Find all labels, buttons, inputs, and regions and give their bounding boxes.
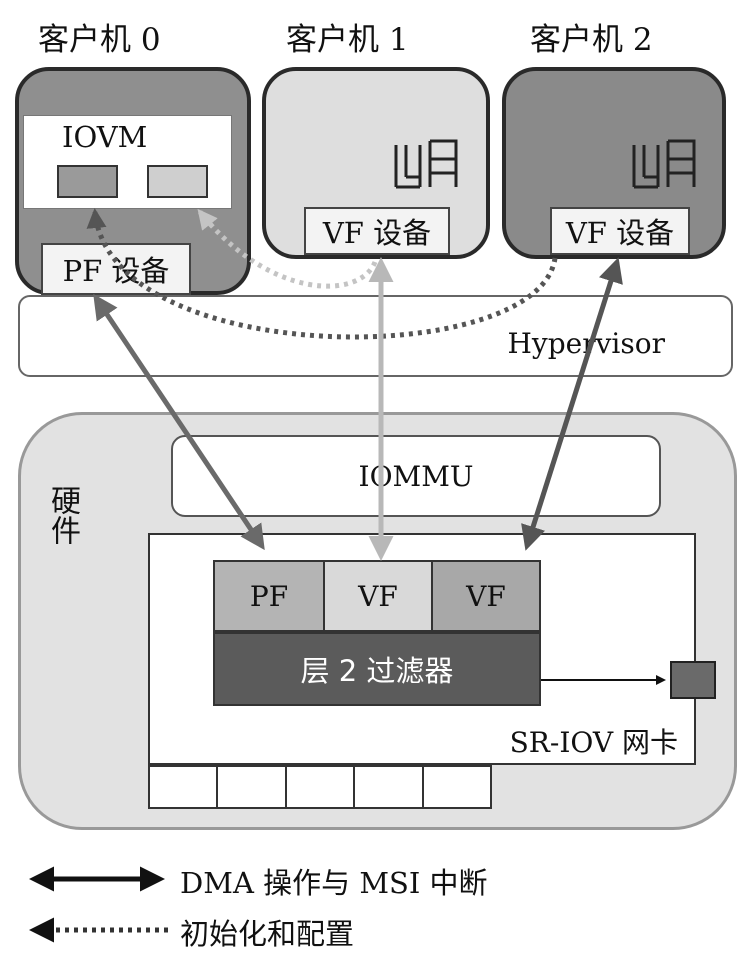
iovm-box: IOVM	[23, 115, 232, 209]
legend-init-label: 初始化和配置	[180, 917, 355, 951]
legend-dma-label: DMA 操作与 MSI 中断	[180, 866, 488, 900]
driver-chip-icon	[147, 165, 208, 198]
port-cell	[421, 765, 493, 809]
layer2-filter: 层 2 过滤器	[213, 632, 541, 706]
dma-arrow-vf2	[521, 257, 623, 551]
guest-0-vm: IOVM PF 设备	[15, 67, 251, 295]
guest-2-vm: VF 设备	[502, 67, 726, 259]
nic-label: SR-IOV 网卡	[509, 726, 678, 759]
dma-arrow-pf	[93, 293, 265, 551]
init-arrow-guest1	[197, 208, 378, 289]
pf-function: PF	[213, 560, 325, 632]
guest-1-vm: VF 设备	[262, 67, 490, 259]
driver-chip-icon	[57, 165, 118, 198]
port-cell	[216, 765, 287, 809]
guest-1-title: 客户机 1	[286, 22, 409, 58]
init-arrow-guest2	[86, 208, 558, 340]
app-icon	[630, 135, 700, 191]
guest-0-title: 客户机 0	[38, 22, 161, 58]
guest-2-title: 客户机 2	[530, 22, 653, 58]
vf-function-2: VF	[431, 560, 541, 632]
pf-device-box: PF 设备	[41, 243, 191, 295]
vf-function-1: VF	[323, 560, 433, 632]
iovm-label: IOVM	[62, 120, 148, 154]
app-icon	[392, 135, 462, 191]
port-cell	[353, 765, 424, 809]
nic-port	[670, 661, 716, 699]
vf-device-box-2: VF 设备	[550, 207, 690, 255]
port-row	[148, 765, 493, 809]
vf-device-box-1: VF 设备	[304, 207, 450, 255]
hardware-label: 硬件	[45, 485, 80, 545]
